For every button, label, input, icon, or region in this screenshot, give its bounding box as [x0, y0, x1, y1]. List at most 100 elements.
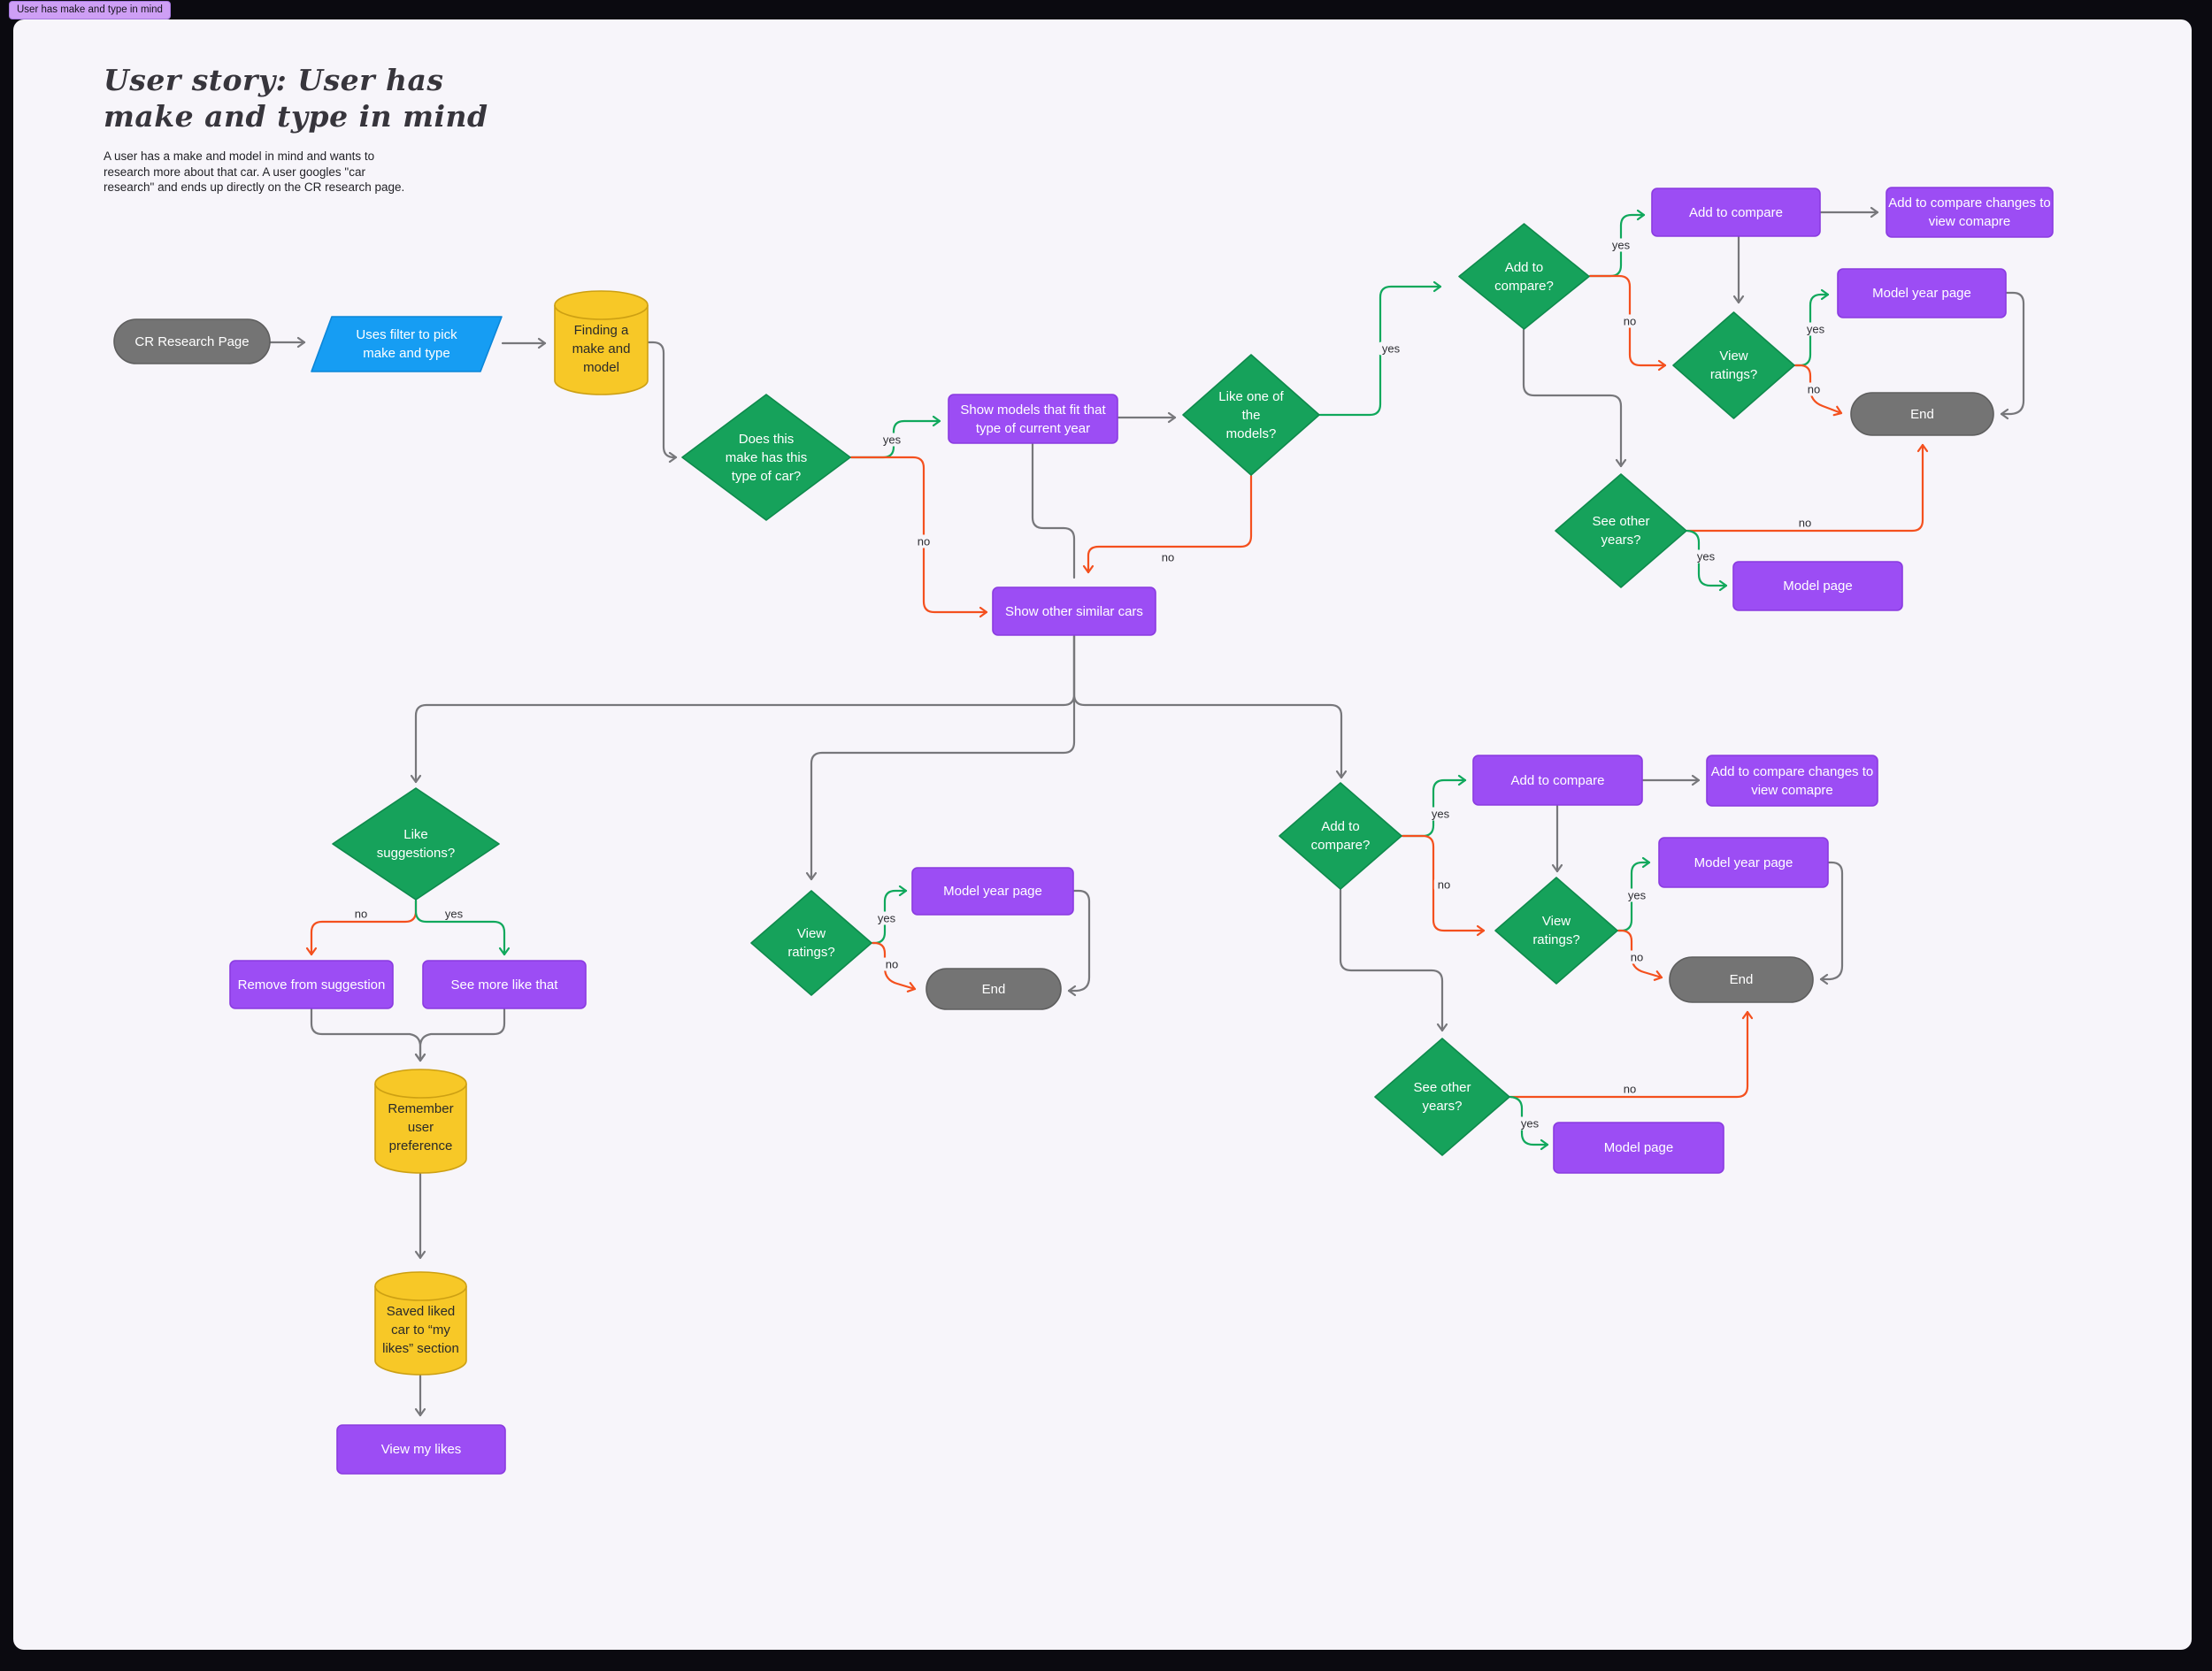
edge-label-doesmake-yes[interactable]: yes: [879, 433, 905, 447]
rect-shape: [1658, 837, 1829, 888]
page-title[interactable]: User story: User has make and type in mi…: [104, 62, 488, 134]
edge-addcompare2-no[interactable]: [1401, 834, 1486, 937]
edge-label-viewratings-top-yes[interactable]: yes: [1802, 322, 1829, 336]
node-model-page-top[interactable]: Model page: [1732, 561, 1903, 611]
cylinder-shape: [554, 290, 649, 395]
diamond-shape: [750, 890, 872, 996]
story-description-line: A user has a make and model in mind and …: [104, 149, 375, 163]
cylinder-shape: [374, 1069, 467, 1174]
rect-shape: [1651, 188, 1821, 237]
rect-shape: [1837, 268, 2007, 318]
edge-label-likesugg-yes[interactable]: yes: [441, 907, 467, 921]
edge-seeyears-top-yes[interactable]: [1686, 529, 1728, 592]
edge-seeyears-bottom-yes[interactable]: [1509, 1095, 1549, 1151]
edge-addcompareq-to-seeyears-bottom[interactable]: [1339, 888, 1448, 1032]
edge-finding-to-doesmake[interactable]: [647, 341, 678, 464]
edge-label-viewratings-mid-no[interactable]: no: [881, 957, 902, 971]
edge-similar-branch-left[interactable]: [410, 634, 1076, 784]
diamond-shape: [1672, 311, 1795, 419]
diamond-shape: [1279, 782, 1402, 890]
node-cr-research-page[interactable]: CR Research Page: [113, 318, 271, 364]
edge-label-viewratings-mid-yes[interactable]: yes: [873, 911, 900, 925]
stadium-shape: [926, 968, 1062, 1010]
node-model-year-page-mid[interactable]: Model year page: [911, 867, 1074, 916]
edge-label-seeyears-bottom-yes[interactable]: yes: [1517, 1116, 1543, 1131]
edge-label-likeone-no[interactable]: no: [1157, 550, 1179, 564]
node-end-top[interactable]: End: [1850, 392, 1994, 436]
edge-modelyear-mid-to-end[interactable]: [1067, 889, 1091, 997]
edge-seeyears-bottom-no[interactable]: [1509, 1010, 1754, 1099]
node-view-my-likes[interactable]: View my likes: [336, 1424, 506, 1475]
edge-label-addcompare1-yes[interactable]: yes: [1608, 238, 1634, 252]
edge-viewratings-top-no[interactable]: [1793, 364, 1843, 417]
edge-similar-branch-right[interactable]: [1072, 634, 1348, 779]
node-end-bottom[interactable]: End: [1669, 956, 1814, 1003]
diamond-shape: [681, 394, 851, 521]
edge-remove-to-remember[interactable]: [310, 1008, 426, 1062]
page-title-line2: make and type in mind: [104, 99, 488, 134]
stadium-shape: [1669, 956, 1814, 1003]
rect-shape: [336, 1424, 506, 1475]
edge-modelyear-top-to-end[interactable]: [2000, 291, 2025, 420]
edge-label-seeyears-bottom-no[interactable]: no: [1619, 1082, 1640, 1096]
edge-likesugg-no[interactable]: [305, 899, 418, 956]
edge-label-viewratings-bottom-yes[interactable]: yes: [1624, 888, 1650, 902]
edge-label-seeyears-top-no[interactable]: no: [1794, 516, 1816, 530]
rect-shape: [992, 586, 1156, 636]
edge-likeone-no[interactable]: [1082, 474, 1253, 574]
edge-label-likeone-yes[interactable]: yes: [1378, 341, 1404, 356]
edge-viewratings-bottom-no[interactable]: [1617, 929, 1663, 981]
node-end-mid[interactable]: End: [926, 968, 1062, 1010]
edge-seemore-to-remember[interactable]: [414, 1008, 506, 1062]
node-see-more-like-that[interactable]: See more like that: [422, 960, 587, 1009]
story-description[interactable]: A user has a make and model in mind and …: [104, 149, 404, 195]
node-model-page-bottom[interactable]: Model page: [1553, 1122, 1724, 1174]
cylinder-shape: [374, 1271, 467, 1376]
story-description-line: research more about that car. A user goo…: [104, 165, 365, 179]
edge-label-doesmake-no[interactable]: no: [913, 534, 934, 548]
node-remove-from-suggestion[interactable]: Remove from suggestion: [229, 960, 394, 1009]
edge-label-addcompare2-yes[interactable]: yes: [1427, 807, 1454, 821]
edge-label-viewratings-bottom-no[interactable]: no: [1626, 950, 1647, 964]
section-tab-label[interactable]: User has make and type in mind: [9, 1, 171, 19]
node-model-year-page-bottom[interactable]: Model year page: [1658, 837, 1829, 888]
edge-showmodels-to-similar[interactable]: [1031, 442, 1076, 579]
edge-label-likesugg-no[interactable]: no: [350, 907, 372, 921]
edge-likesugg-yes[interactable]: [414, 899, 511, 956]
edge-label-viewratings-top-no[interactable]: no: [1803, 382, 1824, 396]
node-model-year-page-top[interactable]: Model year page: [1837, 268, 2007, 318]
rect-shape: [1732, 561, 1903, 611]
edge-label-addcompare2-no[interactable]: no: [1433, 878, 1455, 892]
edge-modelyear-bottom-to-end[interactable]: [1819, 861, 1844, 985]
edge-seeyears-top-no[interactable]: [1686, 443, 1929, 533]
node-show-other-similar[interactable]: Show other similar cars: [992, 586, 1156, 636]
edge-label-seeyears-top-yes[interactable]: yes: [1693, 549, 1719, 563]
edge-similar-branch-middle[interactable]: [805, 634, 1076, 881]
rect-shape: [229, 960, 394, 1009]
rect-shape: [1472, 755, 1643, 806]
edge-label-addcompare1-no[interactable]: no: [1619, 314, 1640, 328]
rect-shape: [1706, 755, 1878, 807]
node-add-to-compare-top[interactable]: Add to compare: [1651, 188, 1821, 237]
rect-shape: [422, 960, 587, 1009]
rect-shape: [911, 867, 1074, 916]
node-add-to-compare-bottom[interactable]: Add to compare: [1472, 755, 1643, 806]
edge-addcompareq-to-seeyears-top[interactable]: [1522, 328, 1627, 468]
